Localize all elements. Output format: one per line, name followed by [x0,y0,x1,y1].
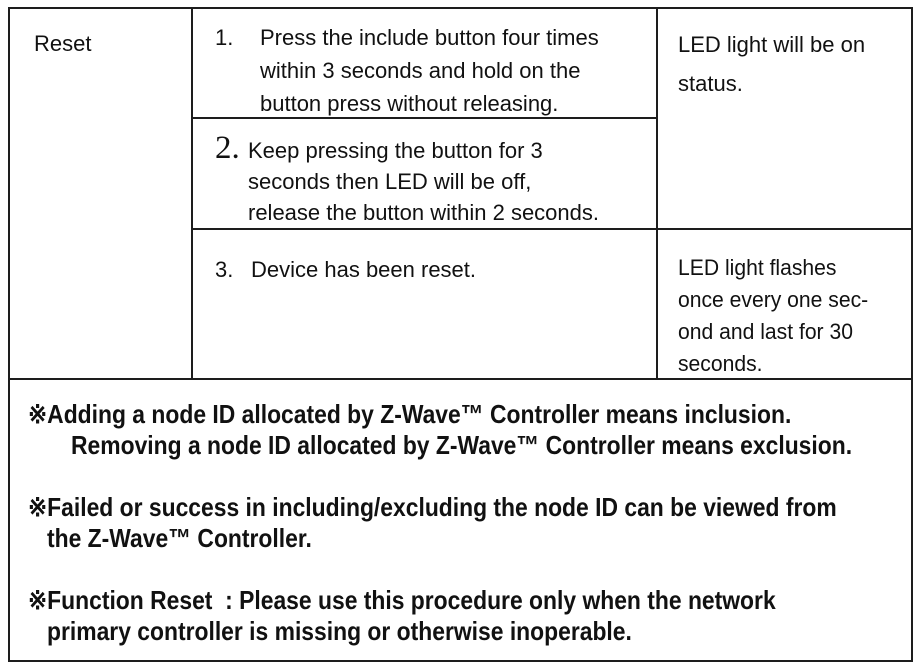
note-failed-success: ※Failed or success in including/excludin… [28,492,905,554]
table-cell-led-on-status: LED light will be on status. [658,9,911,230]
notes-section: ※Adding a node ID allocated by Z-Wave™ C… [10,378,911,662]
step-2: 2. Keep pressing the button for 3 second… [215,130,652,228]
function-label: Reset [34,31,92,56]
note-line: ※Function Reset : Please use this proced… [28,585,776,615]
step-3: 3. Device has been reset. [215,253,652,286]
step-2-number: 2. [215,130,240,166]
table-cell-led-flash-status: LED light flashes once every one sec- on… [678,255,869,376]
note-line: Removing a node ID allocated by Z-Wave™ … [71,430,853,460]
note-line: ※Adding a node ID allocated by Z-Wave™ C… [28,399,792,429]
note-line: ※Failed or success in including/excludin… [28,492,837,522]
step-1: 1. Press the include button four times w… [215,21,652,120]
note-inclusion-exclusion: ※Adding a node ID allocated by Z-Wave™ C… [28,399,905,461]
step-1-number: 1. [215,25,234,50]
step-2-text: Keep pressing the button for 3 seconds t… [248,138,600,225]
table-cell-step-1: 1. Press the include button four times w… [193,9,658,119]
note-line: the Z-Wave™ Controller. [47,523,312,553]
step-1-text: Press the include button four times with… [260,25,599,116]
step-3-number: 3. [215,257,234,282]
reset-instructions-table: Reset 1. Press the include button four t… [8,7,913,662]
note-line: primary controller is missing or otherwi… [47,616,632,646]
table-grid: Reset 1. Press the include button four t… [10,9,911,380]
table-cell-step-2: 2. Keep pressing the button for 3 second… [193,119,658,230]
step-3-text: Device has been reset. [251,257,477,282]
table-cell-function-name: Reset [10,9,193,380]
note-function-reset: ※Function Reset : Please use this proced… [28,585,905,647]
table-cell-step-3: 3. Device has been reset. [193,230,658,380]
